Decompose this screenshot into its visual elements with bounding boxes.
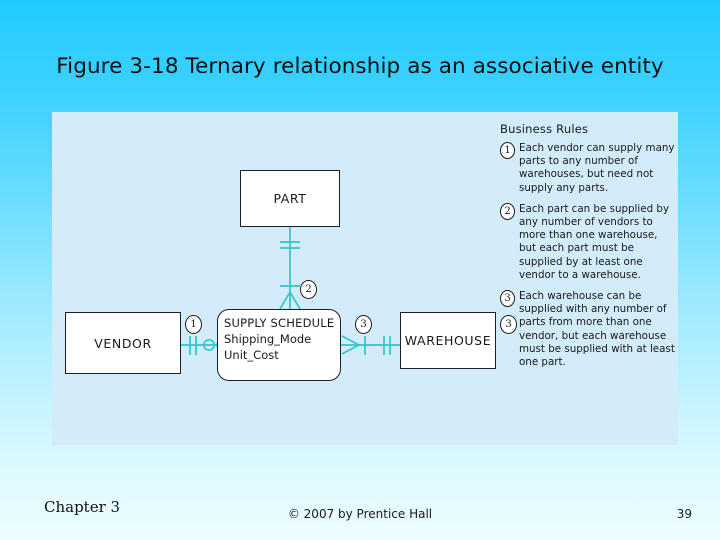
entity-warehouse-label: WAREHOUSE (404, 333, 492, 348)
associative-entity-supply-schedule[interactable]: SUPPLY SCHEDULE Shipping_Mode Unit_Cost (217, 309, 341, 381)
entity-part-label: PART (273, 191, 307, 206)
degree-marker-part: 2 (300, 280, 317, 299)
business-rule-text: Each warehouse can be supplied with any … (519, 290, 675, 369)
business-rule-item: 1 Each vendor can supply many parts to a… (500, 142, 675, 195)
entity-warehouse[interactable]: WAREHOUSE (400, 312, 496, 369)
business-rule-number: 2 (500, 202, 515, 220)
entity-vendor[interactable]: VENDOR (65, 312, 181, 374)
business-rule-number: 1 (500, 142, 515, 159)
business-rule-text: Each part can be supplied by any number … (519, 202, 670, 281)
business-rule-item: 2 Each part can be supplied by any numbe… (500, 202, 675, 282)
footer-page-number: 39 (676, 507, 692, 521)
business-rule-number: 3 (500, 290, 515, 308)
degree-marker-warehouse-left: 3 (355, 315, 372, 334)
business-rule-text: Each vendor can supply many parts to any… (519, 142, 675, 194)
supply-schedule-label: SUPPLY SCHEDULE (224, 316, 335, 330)
supply-schedule-attribute-shipping-mode: Shipping_Mode (224, 332, 312, 346)
business-rules-panel: Business Rules 1 Each vendor can supply … (500, 122, 675, 377)
entity-vendor-label: VENDOR (94, 335, 152, 351)
degree-marker-warehouse-right: 3 (500, 315, 517, 334)
entity-part[interactable]: PART (240, 170, 340, 227)
business-rules-heading: Business Rules (500, 122, 589, 136)
footer-chapter: Chapter 3 (44, 498, 121, 516)
footer-copyright: © 2007 by Prentice Hall (287, 507, 433, 521)
figure-panel: PART VENDOR WAREHOUSE SUPPLY SCHEDULE Sh… (52, 112, 678, 445)
supply-schedule-attribute-unit-cost: Unit_Cost (224, 348, 279, 362)
degree-marker-vendor: 1 (185, 315, 202, 334)
page-title: Figure 3-18 Ternary relationship as an a… (56, 54, 664, 79)
business-rule-item: 3 Each warehouse can be supplied with an… (500, 290, 675, 369)
